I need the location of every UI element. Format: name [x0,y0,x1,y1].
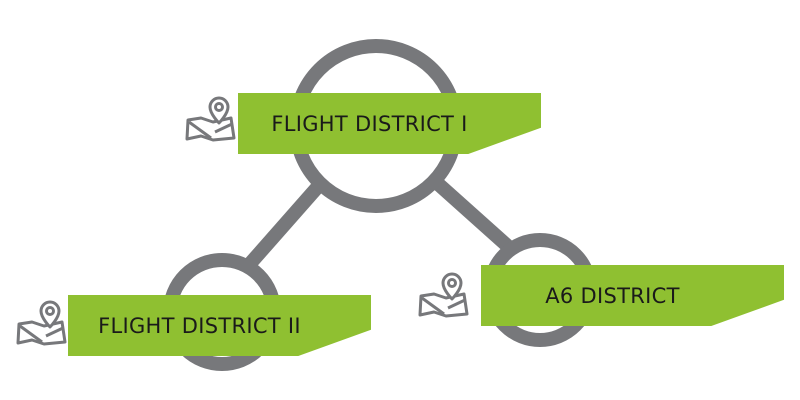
connector-line [431,176,517,256]
label-banner-a6-district: A6 DISTRICT [481,265,784,326]
map-pin-icon [16,300,67,346]
map-pin-icon [185,96,236,142]
map-pin-icon [418,272,469,318]
node-label: A6 DISTRICT [545,283,680,308]
connector-line [242,177,328,271]
label-banner-flight-district-1: FLIGHT DISTRICT I [238,93,541,154]
node-label: FLIGHT DISTRICT I [271,111,468,136]
node-label: FLIGHT DISTRICT II [98,313,301,338]
label-banner-flight-district-2: FLIGHT DISTRICT II [68,295,371,356]
